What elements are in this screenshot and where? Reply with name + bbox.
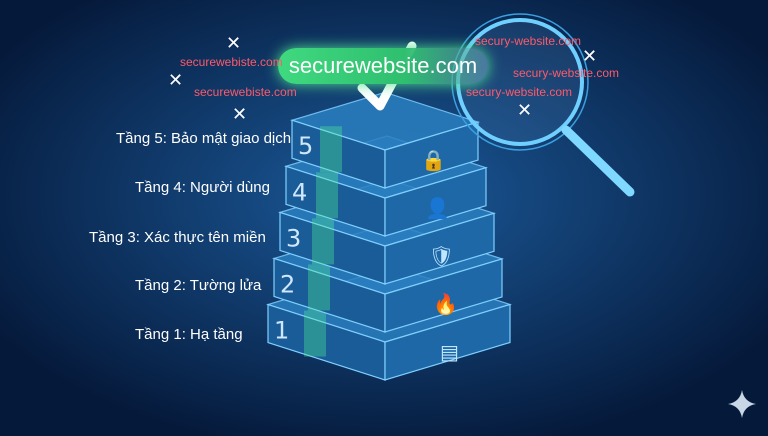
- layer-number: 3: [286, 224, 301, 252]
- magnifier-icon: [451, 13, 635, 197]
- layer-label-5: Tầng 5: Bảo mật giao dịch: [116, 130, 292, 147]
- layer-slab-5: 5🔒: [289, 91, 481, 189]
- fake-domain: secury-website.com: [466, 85, 573, 99]
- layer-number: 5: [298, 132, 313, 160]
- shield-check-icon: 🛡: [429, 244, 454, 268]
- fake-domain: secury-website.com: [513, 66, 620, 80]
- layer-label-3: Tầng 3: Xác thực tên miền: [89, 229, 266, 246]
- layer-label-1: Tầng 1: Hạ tầng: [135, 326, 243, 343]
- lock-icon: 🔒: [421, 148, 446, 172]
- verified-domain-bar: securewebsite.com: [278, 48, 488, 84]
- layer-label-4: Tầng 4: Người dùng: [135, 179, 270, 196]
- layer-number: 1: [274, 317, 289, 345]
- firewall-icon: 🔥: [433, 292, 458, 316]
- reject-x-icon: ✕: [582, 46, 598, 67]
- fake-domain: secury-website.com: [475, 34, 582, 48]
- reject-x-icon: ✕: [517, 100, 533, 121]
- server-icon: ▤: [440, 340, 459, 364]
- layer-number: 2: [280, 270, 295, 298]
- sparkle-icon: [728, 390, 756, 418]
- reject-x-icon: ✕: [232, 104, 248, 125]
- reject-x-icon: ✕: [168, 70, 184, 91]
- reject-x-icon: ✕: [226, 33, 242, 54]
- fake-domain: securewebiste.com: [194, 85, 297, 99]
- user-icon: 👤: [425, 196, 450, 220]
- layer-label-2: Tầng 2: Tường lửa: [135, 277, 262, 294]
- layer-number: 4: [292, 178, 307, 206]
- fake-domain: securewebiste.com: [180, 55, 283, 69]
